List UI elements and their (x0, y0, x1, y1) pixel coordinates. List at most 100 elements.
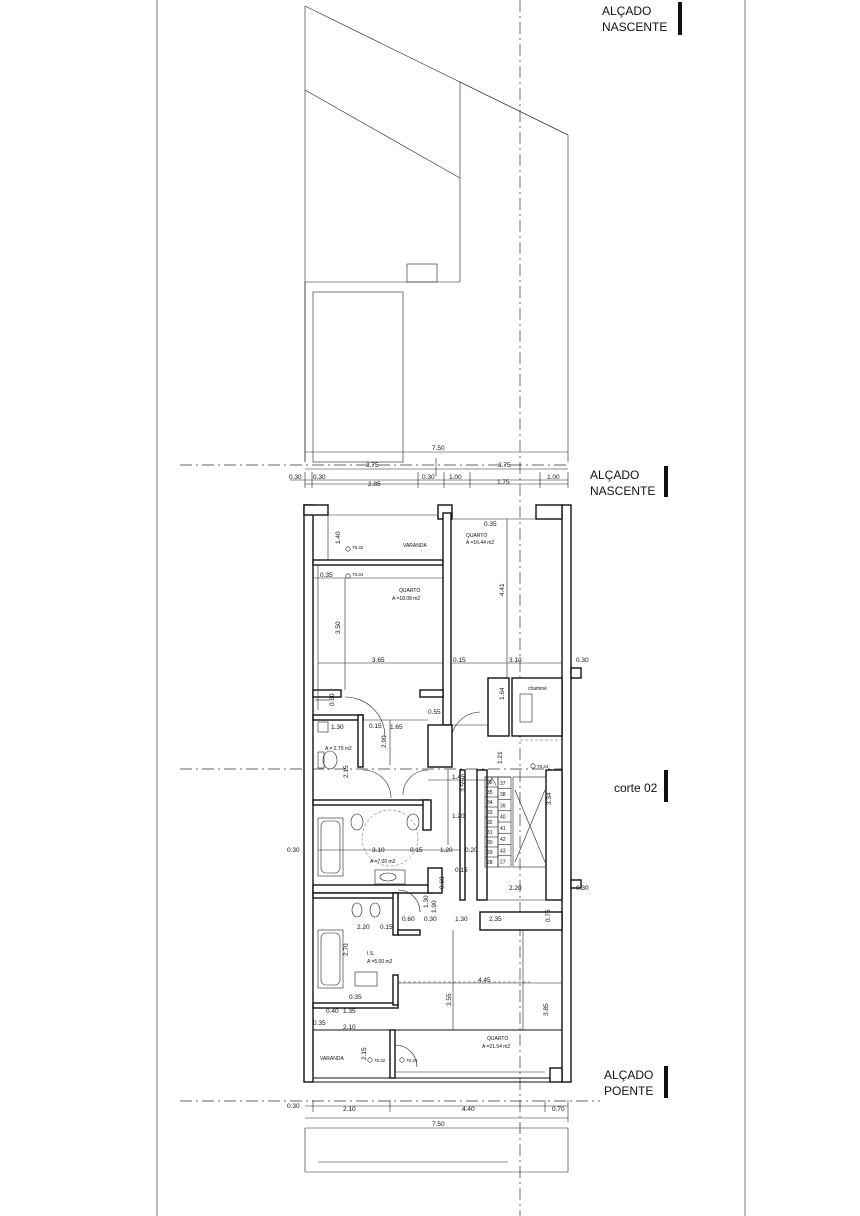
dim-i-030l: 0.30 (287, 847, 300, 854)
dim-i-015b: 0.15 (369, 723, 382, 730)
staircase (476, 769, 563, 901)
dim-i-290: 2.90 (381, 735, 388, 748)
dim-bottom-0: 0.30 (287, 1103, 300, 1110)
elevation-markers (664, 2, 682, 1098)
dim-i-385: 3.85 (543, 1003, 550, 1016)
stair-step-number: 27 (500, 860, 506, 866)
dim-i-210: 2.10 (343, 1024, 356, 1031)
interior-dimension-lines (318, 519, 562, 1030)
dim-i-035a: 0.35 (484, 521, 497, 528)
dim-i-334: 3.34 (546, 792, 553, 805)
exterior-walls (303, 504, 582, 1083)
dim-i-015a: 0.15 (453, 657, 466, 664)
dim-i-035d: 0.35 (313, 1020, 326, 1027)
stair-step-number: 33 (487, 810, 493, 816)
level-2: 78.34 (352, 572, 364, 577)
dim-row-2: 2.85 (368, 481, 381, 488)
dim-i-355a: 3.55 (460, 779, 467, 792)
dim-i-030c: 0.30 (424, 916, 437, 923)
elevation-bottom-line1: ALÇADO (604, 1068, 653, 1082)
room-is-name: I.S. (367, 951, 375, 957)
dim-i-035b: 0.35 (320, 572, 333, 579)
dim-i-015c: 0.15 (410, 847, 423, 854)
is-walls (312, 889, 563, 1009)
roof-area-outline (304, 5, 569, 463)
dim-half-right: 3.75 (498, 462, 511, 469)
stair-step-number: 32 (487, 820, 493, 826)
dim-i-140: 1.40 (335, 531, 342, 544)
dim-i-164: 1.64 (499, 687, 506, 700)
quarto-bottom-walls (389, 1029, 545, 1079)
dim-bottom-3: 0.70 (552, 1106, 565, 1113)
quarto-left-walls (312, 512, 452, 738)
dim-i-060b: 0.60 (439, 876, 446, 889)
level-5: 78.34 (406, 1058, 418, 1063)
dim-i-015e: 0.15 (380, 924, 393, 931)
stair-step-number: 30 (487, 840, 493, 846)
level-markers (345, 546, 536, 1063)
dim-bottom-total: 7.50 (432, 1121, 445, 1128)
dim-i-270: 2.70 (343, 943, 350, 956)
room-quarto-left-area: A =18.08 m2 (392, 596, 420, 602)
room-quarto-right-area: A =16.44 m2 (466, 540, 494, 546)
dim-i-130a: 1.30 (331, 724, 344, 731)
room-quarto-bottom-name: QUARTO (487, 1036, 508, 1042)
dim-i-441: 4.41 (499, 583, 506, 596)
dim-row-0: 0.30 (289, 474, 302, 481)
stair-step-number: 31 (487, 830, 493, 836)
quarto-right-walls (450, 518, 563, 741)
room-varanda-bottom: VARANDA (320, 1056, 344, 1062)
room-is-area: A =5.00 m2 (367, 959, 393, 965)
dim-i-365: 3.65 (372, 657, 385, 664)
dim-i-035c: 0.35 (349, 994, 362, 1001)
dim-i-190: 1.90 (431, 900, 438, 913)
stair-step-number: 35 (487, 790, 493, 796)
dim-half-left: 3.75 (366, 462, 379, 469)
dim-i-220b: 2.20 (357, 924, 370, 931)
stair-step-number: 28 (487, 860, 493, 866)
middle-walls (312, 714, 466, 901)
level-1: 78.32 (352, 545, 364, 550)
dim-total-top: 7.50 (432, 445, 445, 452)
dim-i-030r2: 0.30 (576, 885, 589, 892)
dim-i-060c: 0.60 (402, 916, 415, 923)
stair-step-number: 39 (500, 803, 506, 809)
level-4: 78.32 (374, 1058, 386, 1063)
dim-i-120b: 1.20 (440, 847, 453, 854)
dim-i-145: 1.45 (452, 774, 465, 781)
room-bath-area: A =7.00 m2 (370, 859, 396, 865)
level-3: 78.34 (537, 764, 549, 769)
dim-i-165: 1.65 (390, 724, 403, 731)
elevation-bottom-line2: POENTE (604, 1084, 653, 1098)
dim-i-350: 3.50 (335, 621, 342, 634)
stair-step-number: 41 (500, 826, 506, 832)
room-chimney: chaminé (528, 686, 547, 692)
dim-bottom-2: 4.40 (462, 1106, 475, 1113)
stair-step-number: 29 (487, 850, 493, 856)
dim-i-130c: 1.30 (455, 916, 468, 923)
dim-row-1: 0.30 (313, 474, 326, 481)
elevation-top-line2: NASCENTE (602, 20, 667, 34)
dim-i-310b: 3.10 (372, 847, 385, 854)
dim-i-445: 4.45 (478, 977, 491, 984)
bottom-dimension-lines (304, 1100, 569, 1173)
dim-i-235: 2.35 (489, 916, 502, 923)
dim-i-060a: 0.60 (329, 693, 336, 706)
stair-step-number: 38 (500, 792, 506, 798)
stair-step-number: 40 (500, 815, 506, 821)
dim-i-215b: 2.15 (361, 1047, 368, 1060)
dim-i-020: 0.20 (465, 847, 478, 854)
dim-i-355b: 3.55 (446, 993, 453, 1006)
dim-i-135: 1.35 (343, 1008, 356, 1015)
dim-i-015d: 0.15 (455, 867, 468, 874)
stair-step-number: 36 (487, 780, 493, 786)
room-quarto-bottom-area: A =21.54 m2 (482, 1044, 510, 1050)
dim-bottom-1: 2.10 (343, 1106, 356, 1113)
dim-i-040: 0.40 (326, 1008, 339, 1015)
dim-i-055: 0.55 (428, 709, 441, 716)
dim-i-120a: 1.20 (452, 813, 465, 820)
dim-i-075: 0.75 (545, 909, 552, 922)
